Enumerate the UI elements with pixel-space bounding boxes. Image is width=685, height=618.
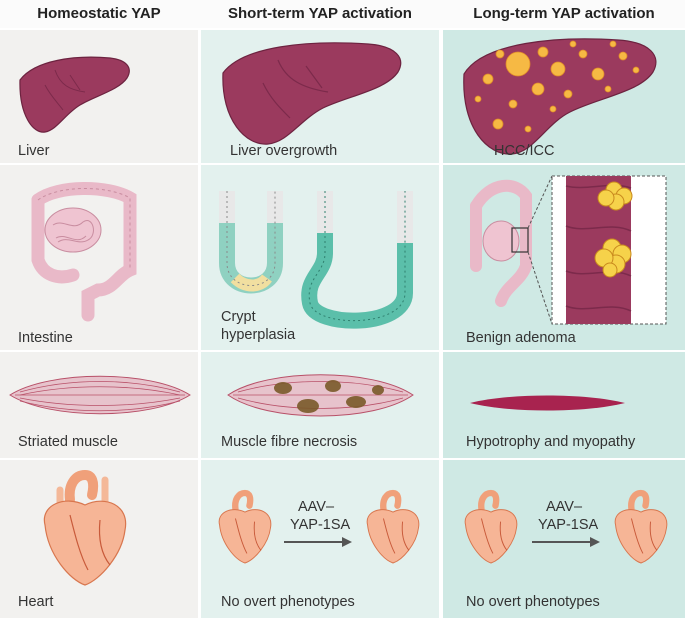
liver-hcc-illustration [463,38,657,155]
label-muscle-fibre-necrosis: Muscle fibre necrosis [221,434,358,450]
label-hyperplasia: hyperplasia [221,327,296,343]
treatment-label-1-line1: AAV– [298,499,335,515]
intestine-illustration [31,182,137,322]
row-divider [0,458,685,460]
label-heart: Heart [18,594,54,610]
treatment-label-2-line2: YAP-1SA [538,517,599,533]
heart-short-term-before [218,489,272,564]
muscle-normal-illustration [9,375,191,415]
liver-overgrowth-illustration [222,42,402,145]
label-no-overt-phenotypes-short: No overt phenotypes [221,594,355,610]
row-divider [0,28,685,30]
label-benign-adenoma: Benign adenoma [466,330,576,346]
treatment-label-2-line1: AAV– [546,499,583,515]
arrow-icon [532,537,600,547]
header-homeostatic: Homeostatic YAP [37,5,161,22]
crypt-hyperplasia-illustration [219,191,413,329]
muscle-hypotrophy-illustration [470,395,625,411]
header-short-term: Short-term YAP activation [228,5,412,22]
label-intestine: Intestine [18,330,73,346]
heart-long-term-before [464,489,518,564]
heart-long-term-after [614,489,668,564]
liver-normal-illustration [19,56,130,133]
label-hypotrophy-myopathy: Hypotrophy and myopathy [466,434,636,450]
muscle-necrosis-illustration [227,374,414,417]
row-divider [0,350,685,352]
label-crypt: Crypt [221,309,256,325]
adenoma-illustration [470,175,667,325]
row-divider [0,163,685,165]
label-striated-muscle: Striated muscle [18,434,118,450]
treatment-label-1-line2: YAP-1SA [290,517,351,533]
heart-short-term-after [366,489,420,564]
label-hcc-icc: HCC/ICC [494,143,555,159]
header-long-term: Long-term YAP activation [473,5,655,22]
label-liver-overgrowth: Liver overgrowth [230,143,338,159]
heart-illustration [43,469,127,586]
label-liver: Liver [18,143,50,159]
header-strip [0,0,685,28]
label-no-overt-phenotypes-long: No overt phenotypes [466,594,600,610]
arrow-icon [284,537,352,547]
